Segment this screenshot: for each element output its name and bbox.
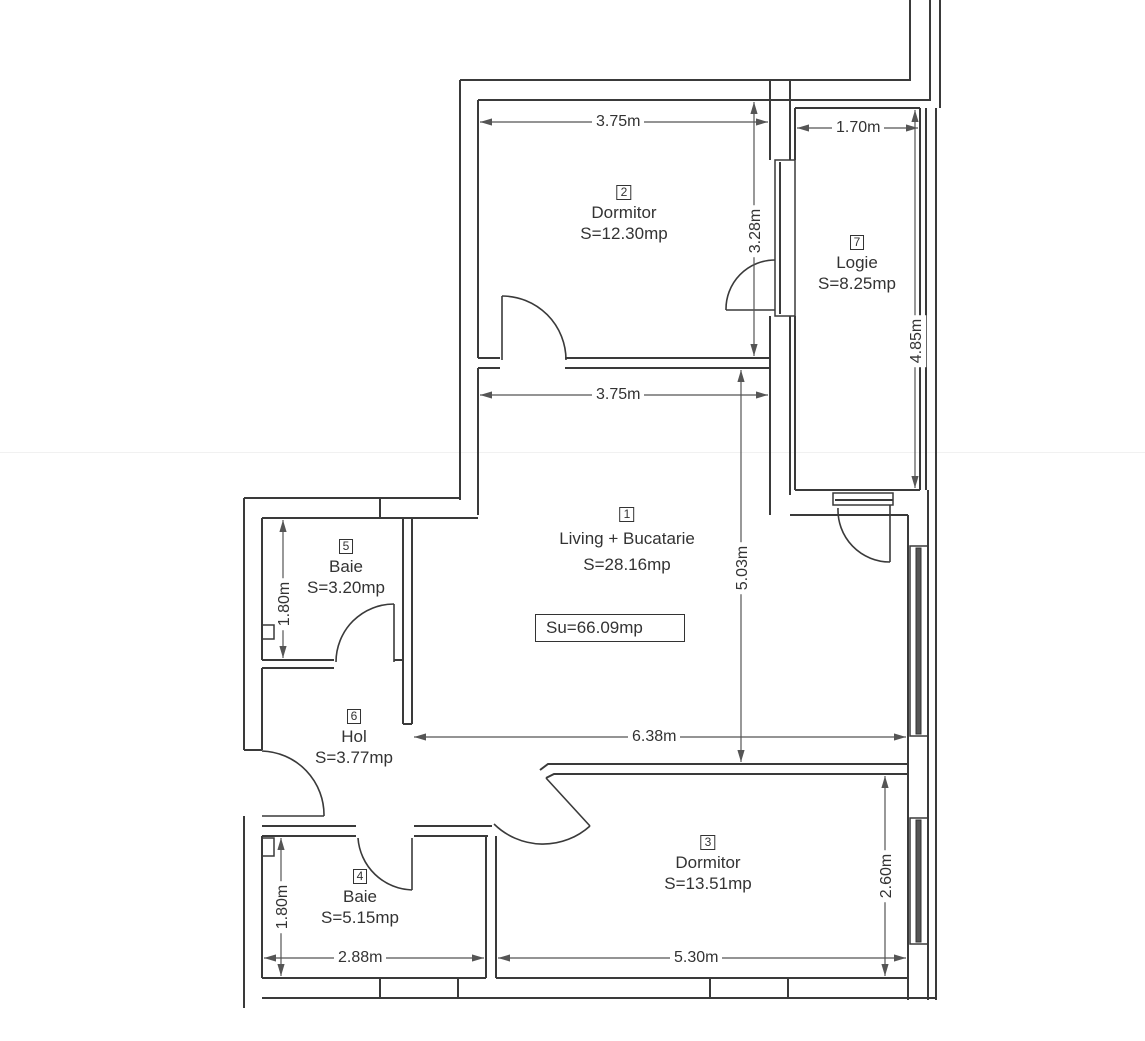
room-number: 2 [616, 185, 632, 200]
room-number: 1 [619, 507, 635, 522]
room-area: S=3.77mp [315, 748, 393, 767]
room-name: Living + Bucatarie [559, 529, 695, 548]
room-area: S=5.15mp [321, 908, 399, 927]
dim-dormitor3-width: 5.30m [670, 949, 723, 967]
dim-logie-width: 1.70m [832, 119, 885, 137]
room-number: 3 [700, 835, 716, 850]
dim-living-length: 6.38m [628, 728, 681, 746]
room-number: 4 [352, 869, 368, 884]
dim-dormitor2-width: 3.75m [592, 113, 645, 131]
room-label-living: 1 Living + Bucatarie S=28.16mp [559, 500, 695, 578]
room-area: S=12.30mp [580, 224, 668, 243]
room-dormitor-3-walls [493, 777, 908, 998]
room-label-hol: 6 Hol S=3.77mp [315, 704, 393, 768]
room-area: S=3.20mp [307, 578, 385, 597]
room-name: Logie [836, 253, 878, 272]
room-area: S=13.51mp [664, 874, 752, 893]
dim-baie4-height: 1.80m [274, 880, 293, 934]
living-walls [244, 368, 479, 519]
scan-artifact-line [0, 452, 1145, 453]
dim-living-height: 5.03m [734, 541, 753, 595]
room-label-dormitor-3: 3 Dormitor S=13.51mp [664, 830, 752, 894]
room-name: Dormitor [675, 853, 741, 872]
room-label-logie: 7 Logie S=8.25mp [818, 230, 896, 294]
room-label-baie-4: 4 Baie S=5.15mp [321, 864, 399, 928]
total-usable-area: Su=66.09mp [535, 614, 685, 642]
room-logie-walls [725, 107, 927, 563]
dim-logie-height: 4.85m [908, 314, 927, 368]
room-name: Baie [342, 887, 378, 906]
dim-baie5-height: 1.80m [276, 577, 295, 631]
dim-dormitor3-height: 2.60m [878, 849, 897, 903]
room-name: Baie [328, 557, 364, 576]
room-number: 7 [849, 235, 865, 250]
room-name: Dormitor [591, 203, 657, 222]
room-label-dormitor-2: 2 Dormitor S=12.30mp [580, 180, 668, 244]
dim-baie4-width: 2.88m [334, 949, 387, 967]
room-dormitor-2-walls [459, 80, 791, 515]
room-hol-walls [244, 668, 908, 837]
room-number: 6 [346, 709, 362, 724]
dim-dormitor2-height: 3.28m [747, 204, 766, 258]
room-label-baie-5: 5 Baie S=3.20mp [307, 534, 385, 598]
room-area: S=8.25mp [818, 274, 896, 293]
exterior-walls-top [460, 0, 941, 108]
room-area: S=28.16mp [583, 555, 671, 574]
room-baie-4-walls [243, 816, 936, 1008]
room-baie-5-walls [243, 498, 413, 750]
room-name: Hol [341, 727, 367, 746]
dim-living-width: 3.75m [592, 386, 645, 404]
room-number: 5 [338, 539, 354, 554]
exterior-walls-right [790, 108, 937, 1000]
